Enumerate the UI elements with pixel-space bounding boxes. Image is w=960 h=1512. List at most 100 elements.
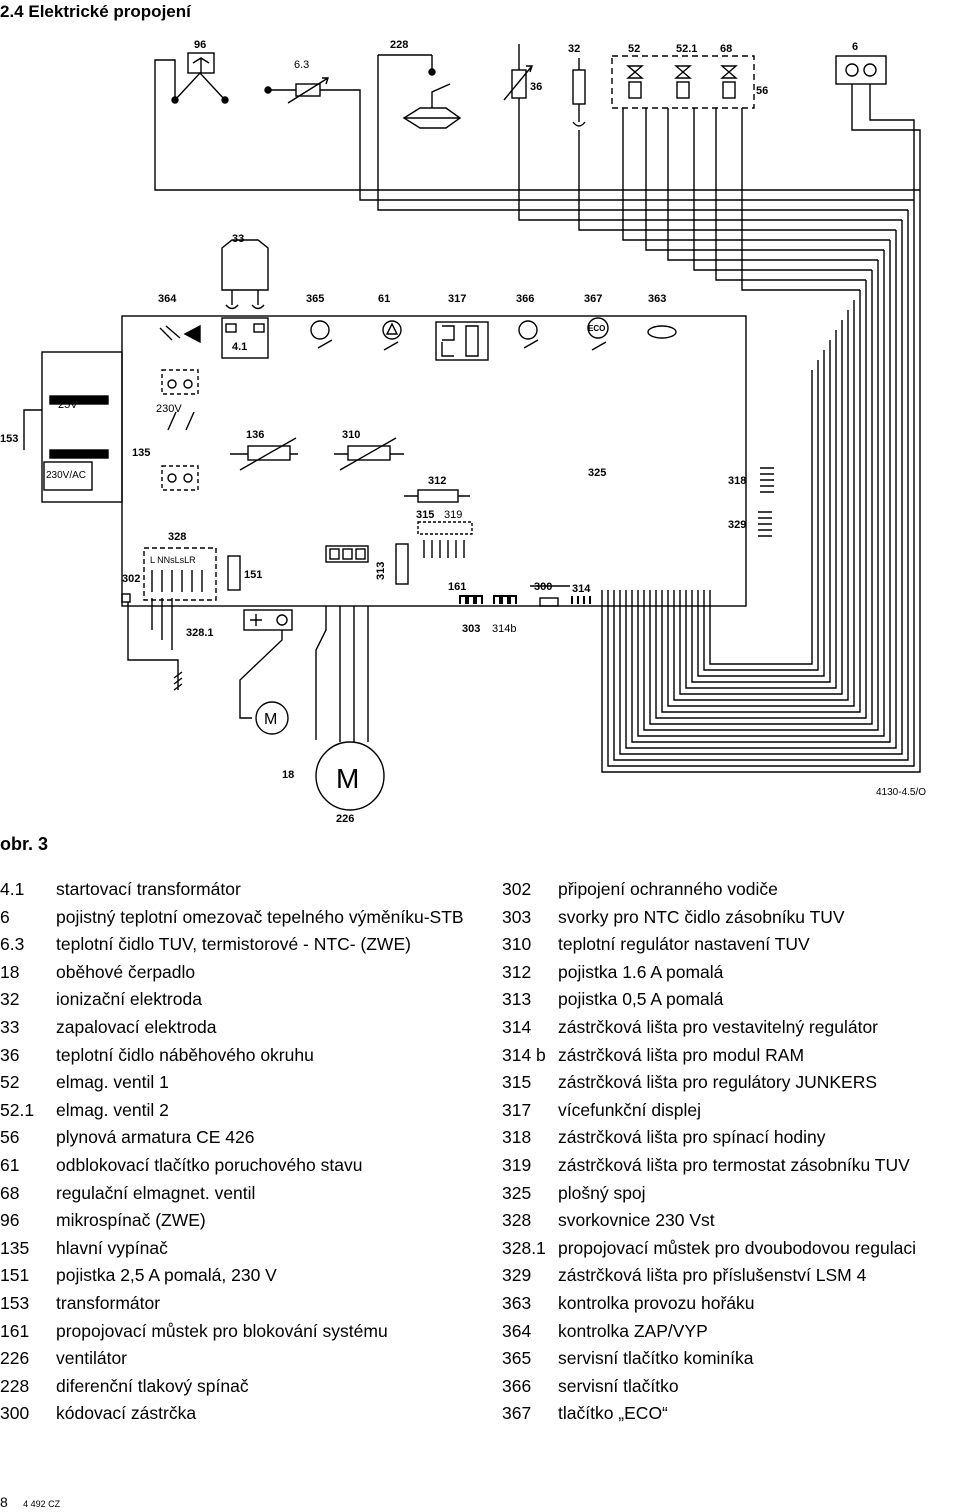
legend-number: 366 bbox=[502, 1375, 532, 1396]
legend-text: plynová armatura CE 426 bbox=[56, 1127, 255, 1148]
legend-text: kontrolka provozu hořáku bbox=[558, 1292, 755, 1313]
legend-number: 226 bbox=[0, 1348, 30, 1369]
label-56: 56 bbox=[756, 85, 768, 97]
legend-number: 36 bbox=[0, 1044, 20, 1065]
legend-text: plošný spoj bbox=[558, 1182, 646, 1203]
legend-text: transformátor bbox=[56, 1292, 161, 1313]
label-328-terminals: L NNsLsLR bbox=[150, 555, 196, 565]
legend-entry: 367 tlačítko „ECO“ bbox=[502, 1400, 960, 1428]
legend-text: zapalovací elektroda bbox=[56, 1016, 217, 1037]
legend-number: 61 bbox=[0, 1154, 20, 1175]
legend-text: ionizační elektroda bbox=[56, 989, 202, 1010]
potentiometers-136-310 bbox=[230, 437, 404, 471]
legend-number: 365 bbox=[502, 1348, 532, 1369]
label-300: 300 bbox=[534, 581, 552, 593]
legend-text: tlačítko „ECO“ bbox=[558, 1403, 668, 1424]
label-153: 153 bbox=[0, 433, 18, 445]
label-68: 68 bbox=[720, 43, 732, 55]
legend-entry: 52 elmag. ventil 1 bbox=[0, 1069, 470, 1097]
doc-code: 4 492 CZ bbox=[23, 1499, 61, 1509]
legend-number: 319 bbox=[502, 1154, 532, 1175]
label-363: 363 bbox=[648, 293, 666, 305]
legend-text: pojistný teplotní omezovač tepelného vým… bbox=[56, 906, 464, 927]
wiring-diagram: 96 6.3 228 32 36 52 52.1 68 6 56 33 364 … bbox=[0, 39, 921, 825]
legend-number: 52 bbox=[0, 1072, 20, 1093]
legend-text: elmag. ventil 1 bbox=[56, 1072, 169, 1093]
ignition-33 bbox=[221, 239, 269, 310]
figure-label: obr. 3 bbox=[0, 834, 49, 854]
microswitch-96 bbox=[171, 52, 229, 104]
connectors-318-329 bbox=[758, 467, 774, 537]
legend-entry: 228 diferenční tlakový spínač bbox=[0, 1373, 470, 1401]
label-18: 18 bbox=[282, 769, 294, 781]
legend-number: 367 bbox=[502, 1403, 532, 1424]
legend-number: 312 bbox=[502, 961, 532, 982]
legend-number: 328.1 bbox=[502, 1237, 546, 1258]
label-366: 366 bbox=[516, 293, 534, 305]
drawing-id: 4130-4.5/O bbox=[876, 787, 927, 798]
ntc-sensor-36 bbox=[503, 44, 533, 118]
legend-text: zástrčková lišta pro spínací hodiny bbox=[558, 1127, 826, 1148]
legend-number: 32 bbox=[0, 989, 20, 1010]
legend-text: kódovací zástrčka bbox=[56, 1403, 197, 1424]
legend-number: 96 bbox=[0, 1210, 20, 1231]
label-230v: 230V bbox=[156, 403, 182, 415]
stb-6 bbox=[835, 55, 887, 100]
legend-text: připojení ochranného vodiče bbox=[558, 879, 778, 899]
top-wiring bbox=[154, 55, 921, 291]
legend-text: elmag. ventil 2 bbox=[56, 1099, 169, 1120]
page-number: 8 bbox=[0, 1494, 8, 1510]
legend-entry: 226 ventilátor bbox=[0, 1345, 470, 1373]
legend-number: 228 bbox=[0, 1375, 30, 1396]
label-151: 151 bbox=[244, 569, 262, 581]
legend-text: zástrčková lišta pro termostat zásobníku… bbox=[558, 1154, 910, 1175]
legend-number: 329 bbox=[502, 1265, 532, 1286]
label-328: 328 bbox=[168, 531, 186, 543]
fan-226 bbox=[315, 606, 385, 811]
label-318: 318 bbox=[728, 475, 746, 487]
legend-text: ventilátor bbox=[56, 1348, 128, 1369]
label-313: 313 bbox=[375, 562, 387, 580]
pressure-switch-228 bbox=[378, 54, 462, 129]
label-367: 367 bbox=[584, 293, 602, 305]
legend-number: 363 bbox=[502, 1292, 532, 1313]
legend-number: 300 bbox=[0, 1403, 30, 1424]
legend-text: zástrčková lišta pro příslušenství LSM 4 bbox=[558, 1265, 867, 1286]
legend-text: startovací transformátor bbox=[56, 879, 241, 899]
legend-number: 68 bbox=[0, 1182, 20, 1203]
label-328-1: 328.1 bbox=[186, 627, 214, 639]
label-302: 302 bbox=[122, 573, 140, 585]
motor-symbol-big: M bbox=[336, 763, 359, 794]
legend-text: mikrospínač (ZWE) bbox=[56, 1210, 206, 1231]
legend-entry: 329 zástrčková lišta pro příslušenství LS… bbox=[502, 1262, 960, 1290]
ionisation-electrode-32 bbox=[572, 58, 586, 127]
legend-text: propojovací můstek pro blokování systému bbox=[56, 1320, 388, 1341]
legend-text: oběhové čerpadlo bbox=[56, 961, 196, 982]
bottom-connectors bbox=[459, 585, 591, 607]
legend-text: vícefunkční displej bbox=[558, 1099, 701, 1120]
fuse-313 bbox=[395, 543, 409, 585]
legend-entry: 18 oběhové čerpadlo bbox=[0, 959, 470, 987]
legend-text: teplotní čidlo TUV, termistorové - NTC- … bbox=[56, 934, 411, 955]
label-25v: 25V bbox=[58, 399, 78, 411]
legend-number: 135 bbox=[0, 1237, 30, 1258]
legend-number: 18 bbox=[0, 961, 20, 982]
legend-text: zástrčková lišta pro modul RAM bbox=[558, 1044, 805, 1065]
legend-text: diferenční tlakový spínač bbox=[56, 1375, 249, 1396]
